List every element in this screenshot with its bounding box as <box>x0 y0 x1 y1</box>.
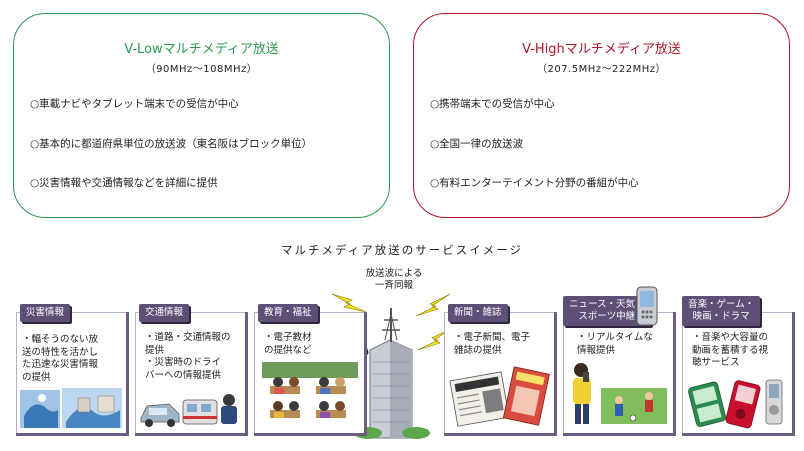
lightning-right-top-icon <box>415 293 451 317</box>
service-desc-traffic: ・道路・交通情報の 提供 ・災害時のドライ バーへの情報提供 <box>145 332 231 381</box>
vlow-bullet-1: ○車載ナビやタブレット端末での受信が中心 <box>30 98 239 110</box>
mobile-phone-icon <box>636 286 658 326</box>
service-tag-disaster: 災害情報 <box>20 304 71 322</box>
broadcast-label: 放送波による 一斉同報 <box>365 268 423 291</box>
service-desc-education: ・電子教材 の提供など <box>264 332 312 356</box>
service-tag-traffic: 交通情報 <box>139 304 190 322</box>
vhigh-title: V-Highマルチメディア放送 <box>522 42 681 57</box>
service-tag-news-sports: ニュース・天気・ スポーツ中継 <box>563 296 651 326</box>
service-card-newspaper: 新聞・雑誌 ・電子新聞、電子 雑誌の提供 <box>444 304 557 436</box>
vlow-bullet-3: ○災害情報や交通情報などを詳細に提供 <box>30 177 218 189</box>
vhigh-panel: V-Highマルチメディア放送 （207.5MHz～222MHz） ○携帯端末で… <box>413 13 790 218</box>
service-desc-disaster: ・輻そうのない放 送の特性を活かし た迅速な災害情報 の提供 <box>22 334 99 383</box>
phone-sports-icon <box>573 363 667 424</box>
vhigh-bullet-1: ○携帯端末での受信が中心 <box>430 98 555 110</box>
vlow-frequency: （90MHz～108MHz） <box>145 64 258 75</box>
service-image-title: マルチメディア放送のサービスイメージ <box>281 243 523 257</box>
vlow-panel: V-Lowマルチメディア放送 （90MHz～108MHz） ○車載ナビやタブレッ… <box>13 13 390 218</box>
service-card-news-sports: ニュース・天気・ スポーツ中継 ・リアルタイムな 情報提供 <box>563 296 676 436</box>
car-train-icon <box>140 394 237 427</box>
vhigh-bullet-2: ○全国一律の放送波 <box>430 138 524 150</box>
newspaper-magazine-icon <box>449 366 550 427</box>
classroom-icon <box>262 362 358 418</box>
vlow-bullet-2: ○基本的に都道府県単位の放送波（東名阪はブロック単位） <box>30 138 313 150</box>
service-card-disaster: 災害情報 ・輻そうのない放 送の特性を活かし た迅速な災害情報 の提供 <box>16 304 129 436</box>
service-tag-newspaper: 新聞・雑誌 <box>448 304 508 322</box>
game-device-icon <box>688 379 783 429</box>
service-tag-entertainment: 音楽・ゲーム・ 映画・ドラマ <box>682 296 761 326</box>
vhigh-bullet-3: ○有料エンターテイメント分野の番組が中心 <box>430 177 639 189</box>
service-desc-news-sports: ・リアルタイムな 情報提供 <box>577 332 653 356</box>
service-card-traffic: 交通情報 ・道路・交通情報の 提供 ・災害時のドライ バーへの情報提供 <box>135 304 248 436</box>
service-desc-entertainment: ・音楽や大容量の 動画を蓄積する視 聴サービス <box>692 332 769 368</box>
vlow-title: V-Lowマルチメディア放送 <box>124 42 279 57</box>
service-desc-newspaper: ・電子新聞、電子 雑誌の提供 <box>454 332 531 356</box>
service-card-entertainment: 音楽・ゲーム・ 映画・ドラマ ・音楽や大容量の 動画を蓄積する視 聴サービス <box>682 296 795 436</box>
tsunami-disaster-icon <box>20 388 122 428</box>
lightning-right-bottom-icon <box>417 327 453 351</box>
vhigh-frequency: （207.5MHz～222MHz） <box>536 64 666 75</box>
service-card-education: 教育・福祉 ・電子教材 の提供など <box>254 304 367 436</box>
service-tag-education: 教育・福祉 <box>258 304 318 322</box>
